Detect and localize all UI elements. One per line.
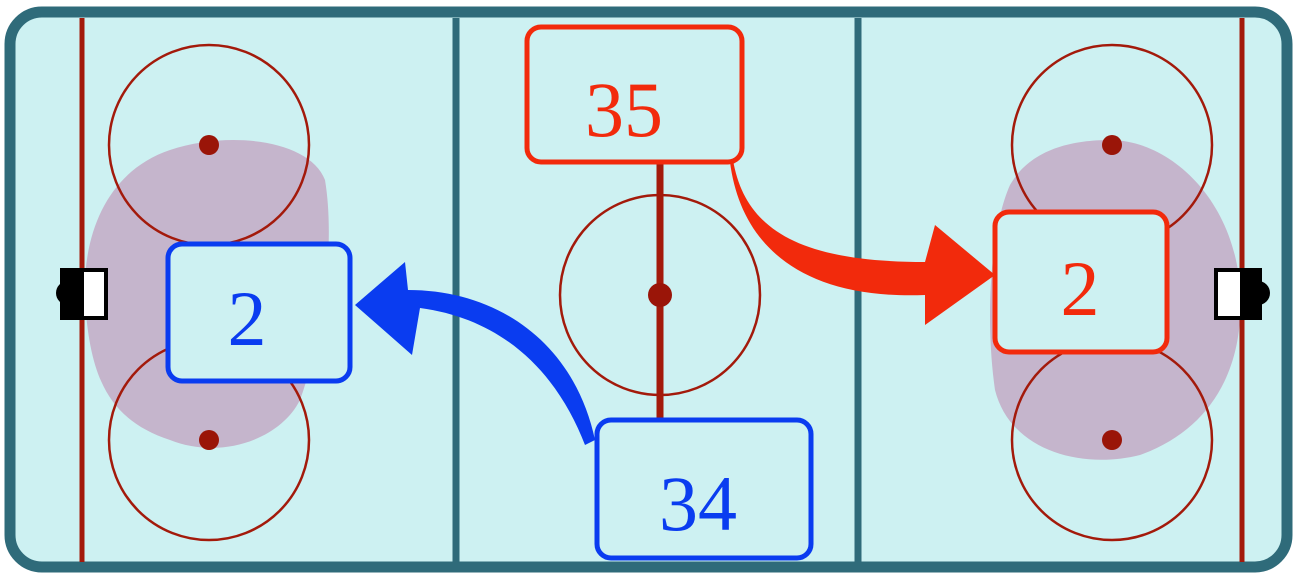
left-zone-box xyxy=(165,241,353,384)
center-top-box xyxy=(524,24,745,165)
left-top-faceoff-dot xyxy=(199,135,219,155)
center-faceoff-circle xyxy=(558,193,762,397)
center-bottom-number: 34 xyxy=(659,460,737,547)
left-zone-number: 2 xyxy=(228,275,267,362)
left-bottom-faceoff-dot xyxy=(199,430,219,450)
right-net xyxy=(1214,268,1270,320)
right-bottom-faceoff-dot xyxy=(1102,430,1122,450)
center-bottom-box xyxy=(594,417,814,561)
center-faceoff-dot xyxy=(648,283,672,307)
left-net xyxy=(56,268,108,320)
right-zone-number: 2 xyxy=(1061,245,1100,332)
center-top-number: 35 xyxy=(585,66,663,153)
blue-arrow xyxy=(355,262,595,445)
rink-ice xyxy=(4,6,1293,573)
right-top-faceoff-dot xyxy=(1102,135,1122,155)
right-zone-box xyxy=(992,209,1170,355)
red-arrow xyxy=(730,160,995,325)
